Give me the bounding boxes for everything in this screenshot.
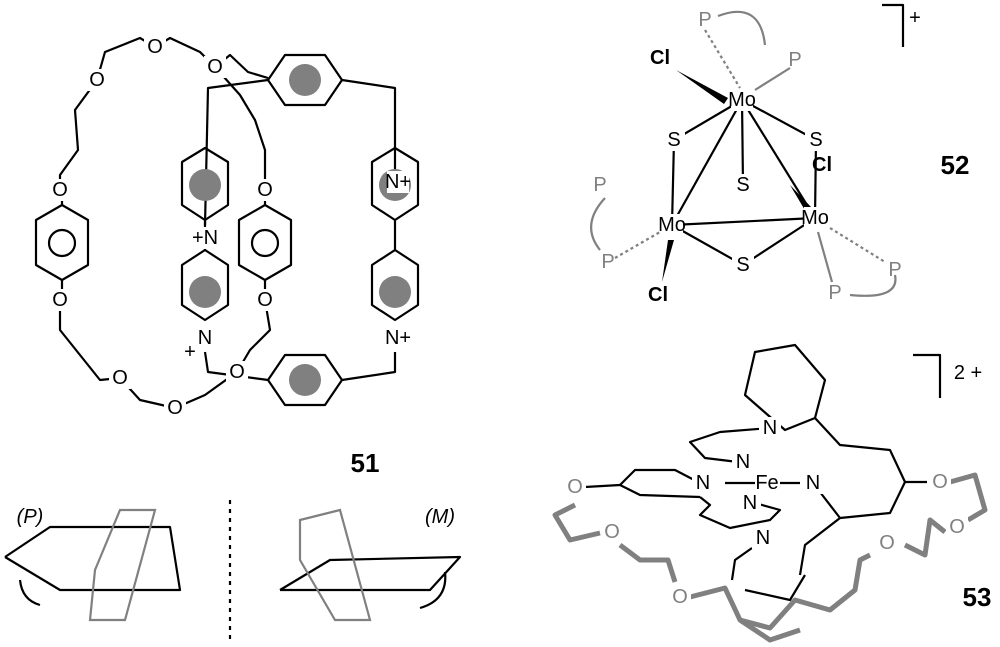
nitrogen-atom-label: N [756,527,770,549]
nitrogen-atom-label: N [198,327,212,349]
compound-51-structure [34,36,420,410]
phosphorus-atom-label: P [788,49,801,71]
oxygen-atom-label: O [949,516,965,538]
oxygen-atom-label: O [52,289,68,311]
charge-label: + [909,7,921,29]
molybdenum-atom-label: Mo [728,89,756,111]
oxygen-atom-label: O [932,471,948,493]
helicity-m-label: (M) [425,506,455,528]
nitrogen-atom-label: N [763,417,777,439]
oxygen-atom-label: O [207,56,223,78]
sulfur-atom-label: S [736,254,749,276]
sulfur-atom-label: S [809,129,822,151]
sulfur-atom-label: S [736,174,749,196]
sulfur-atom-label: S [667,129,680,151]
helicity-p-label: (P) [17,506,44,528]
oxygen-atom-label: O [112,367,128,389]
helicity-diagrams [4,500,462,640]
charge-label: + [184,341,196,363]
oxygen-atom-label: O [229,361,245,383]
oxygen-atom-label: O [52,179,68,201]
nitrogen-atom-label: N+ [385,327,411,349]
compound-number-52: 52 [941,150,970,180]
compound-number-53: 53 [963,582,992,612]
iron-atom-label: Fe [755,472,778,494]
oxygen-atom-label: O [567,476,583,498]
molybdenum-atom-label: Mo [658,214,686,236]
phosphorus-atom-label: P [828,282,841,304]
nitrogen-atom-label: N+ [385,171,411,193]
oxygen-atom-label: O [257,179,273,201]
phosphorus-atom-label: P [888,259,901,281]
oxygen-atom-label: O [604,521,620,543]
chlorine-atom-label: Cl [650,47,670,69]
nitrogen-atom-label: N [696,472,710,494]
compound-number-51: 51 [351,448,380,478]
charge-label: 2 + [954,362,982,384]
nitrogen-atom-label: +N [192,227,218,249]
oxygen-atom-label: O [879,532,895,554]
nitrogen-atom-label: N [806,472,820,494]
oxygen-atom-label: O [167,397,183,419]
nitrogen-atom-label: N [736,451,750,473]
phosphorus-atom-label: P [593,174,606,196]
oxygen-atom-label: O [257,289,273,311]
compound-53-structure [552,343,988,643]
chlorine-atom-label: Cl [648,284,668,306]
phosphorus-atom-label: P [698,9,711,31]
molybdenum-atom-label: Mo [801,207,829,229]
oxygen-atom-label: O [89,69,105,91]
phosphorus-atom-label: P [601,251,614,273]
chlorine-atom-label: Cl [812,154,832,176]
compound-52-structure [590,3,905,297]
oxygen-atom-label: O [672,586,688,608]
oxygen-atom-label: O [147,36,163,58]
nitrogen-atom-label: N [743,492,757,514]
